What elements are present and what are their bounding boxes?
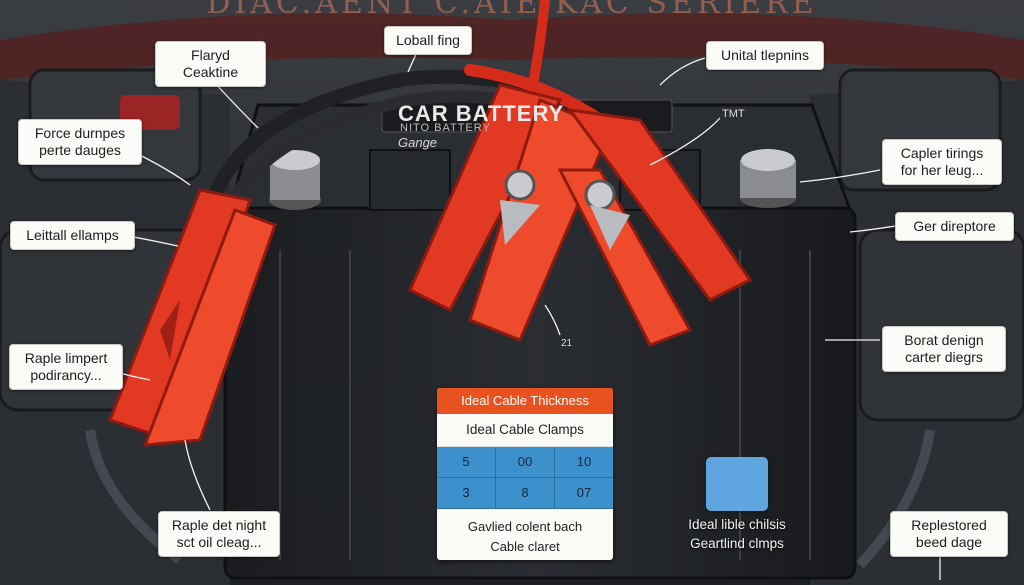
hood-edge: [0, 13, 1024, 81]
callout-left-upper: Force durnpes perte dauges: [18, 119, 142, 165]
callout-right-upper: Capler tirings for her leug...: [882, 139, 1002, 185]
battery-tmt-label: TMT: [722, 108, 745, 120]
clamp-color-swatch: [706, 457, 768, 511]
callout-bottom-right: Replestored beed dage: [890, 511, 1008, 557]
spec-row: 3 8 07: [437, 478, 613, 509]
center-clamps: [408, 83, 753, 347]
spec-cell: 8: [496, 478, 555, 508]
spec-card-subheader: Ideal Cable Clamps: [437, 414, 613, 447]
spec-cell: 3: [437, 478, 496, 508]
image-heading: DIAC.AENT C.AIE KAC SERIERE: [206, 0, 818, 21]
callout-top-left: Flaryd Ceaktine: [155, 41, 266, 87]
callout-left-mid: Leittall ellamps: [10, 221, 135, 250]
callout-top-center: Loball fing: [384, 26, 472, 55]
callout-right-mid: Ger direptore: [895, 212, 1014, 241]
spec-card-footer: Gavlied colent bach Cable claret: [437, 509, 613, 557]
battery-gauge-label: Gange: [398, 135, 438, 150]
battery-brand: CAR BATTERY: [398, 101, 565, 126]
left-clamps: [108, 188, 277, 447]
positive-terminal: [740, 149, 796, 208]
swatch-label: Ideal lible chilsis Geartlind clmps: [688, 517, 786, 551]
spec-card-header: Ideal Cable Thickness: [437, 388, 613, 414]
negative-terminal: [269, 150, 321, 210]
clamp-marker: 21: [561, 338, 573, 349]
spec-cell: 5: [437, 447, 496, 477]
spec-cell: 00: [496, 447, 555, 477]
battery-model: NITO BATTERY: [400, 122, 491, 134]
spec-cell: 10: [576, 454, 592, 469]
spec-cell: 07: [576, 485, 592, 500]
engine-part-right2: [858, 228, 1024, 422]
cable-spec-card: Ideal Cable Thickness Ideal Cable Clamps…: [437, 388, 613, 560]
callout-left-lower: Raple limpert podirancy...: [9, 344, 123, 390]
spec-row: 5 00 10: [437, 447, 613, 478]
spec-footer-line1: Gavlied colent bach: [467, 519, 583, 534]
callout-right-lower: Borat denign carter diegrs: [882, 326, 1006, 372]
callout-top-right: Unital tlepnins: [706, 41, 824, 70]
callout-bottom-left: Raple det night sct oil cleag...: [158, 511, 280, 557]
spec-footer-line2: Cable claret: [490, 539, 560, 554]
